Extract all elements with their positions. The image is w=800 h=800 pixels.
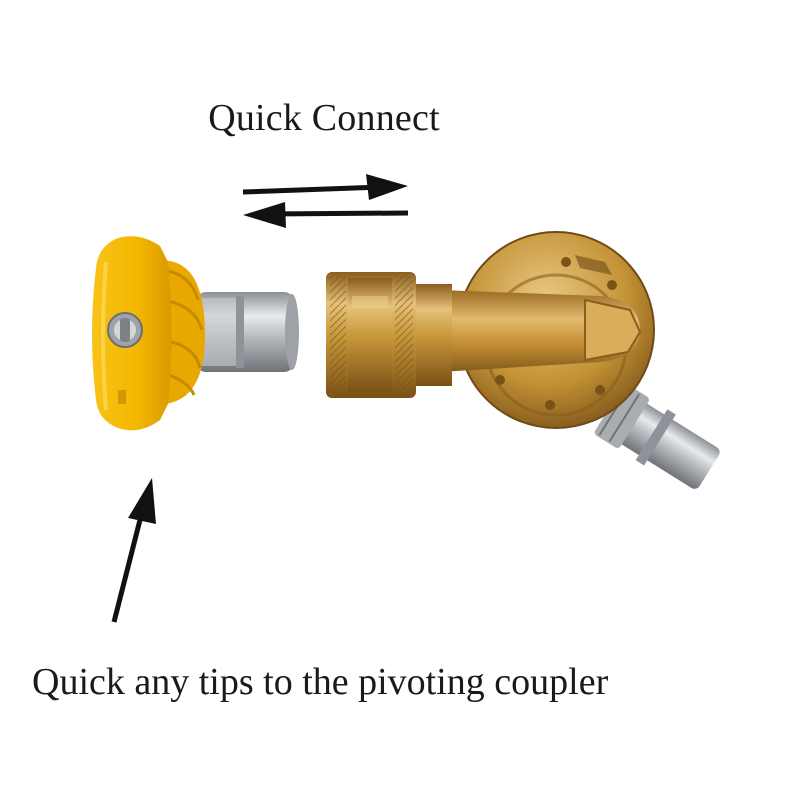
brass-pivoting-coupler <box>326 231 720 489</box>
arrow-up-right-icon <box>111 478 156 623</box>
tips-caption: Quick any tips to the pivoting coupler <box>32 661 609 703</box>
double-arrow-left-right-icon <box>242 174 409 228</box>
yellow-nozzle-tip <box>92 236 299 431</box>
quick-connect-caption: Quick Connect <box>208 97 440 139</box>
